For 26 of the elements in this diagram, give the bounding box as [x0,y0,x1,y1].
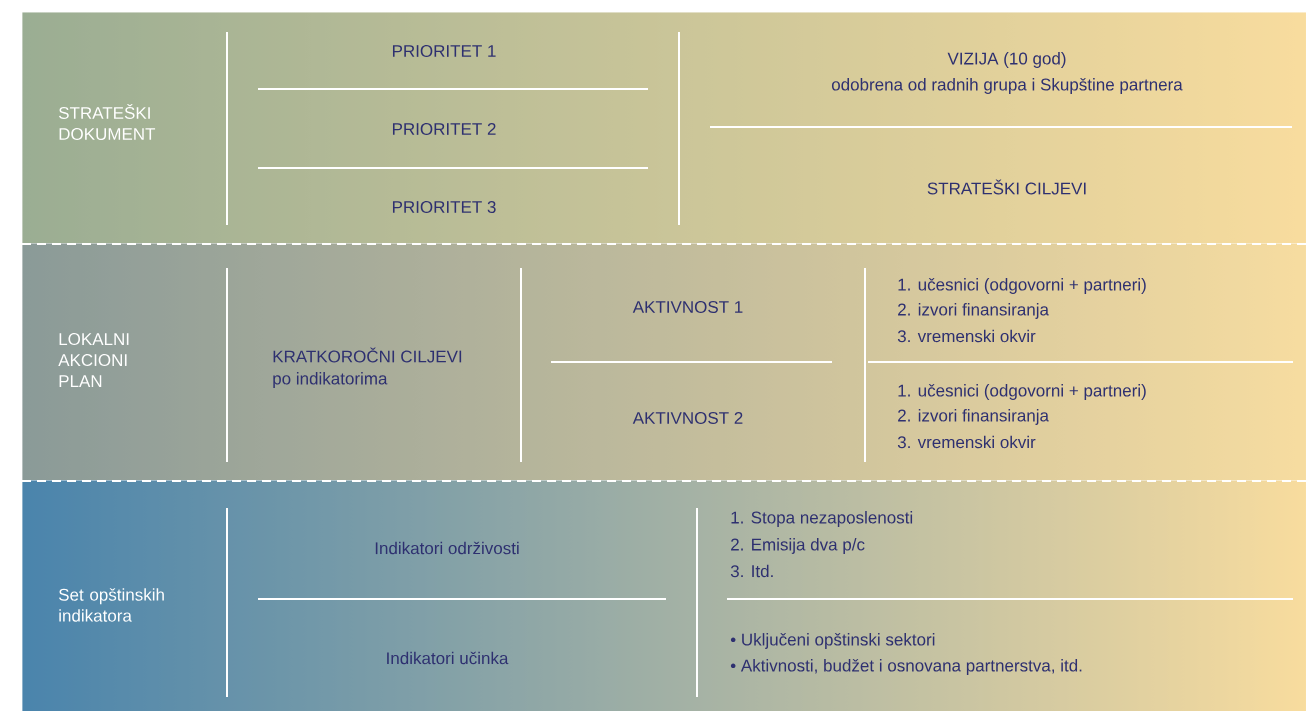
cell-text: PRIORITET 2 [393,123,496,135]
cell-text: 3. Itd. [730,564,773,578]
band-heading: STRATEŠKI DOKUMENT [59,104,156,140]
cell-text: odobrena od radnih grupa i Skupštine partnera [831,78,1183,94]
cell-text: 2. Emisija dva p/c [731,538,865,554]
cell-text: Indikatori učinka [387,651,509,665]
cell-text: KRATKOROČNI CILJEVI [273,347,462,363]
cell-text: • Aktivnosti, budžet i osnovana partnerstva, itd. [730,659,1082,675]
cell-text: PRIORITET 1 [393,45,496,57]
cell-text: Indikatori održivosti [375,541,519,555]
cell-text: 1. Stopa nezaposlenosti [731,511,913,527]
cell-text: AKTIVNOST 2 [632,411,743,424]
cell-text: 1. učesnici (odgovorni + partneri) [898,384,1146,400]
cell-text: • Uključeni opštinski sektori [730,633,935,649]
cell-text: 2. izvori finansiranja [898,409,1049,425]
cell-text: PRIORITET 3 [393,201,496,213]
band-heading: Set opštinskih indikatora [59,588,164,622]
cell-text: STRATEŠKI CILJEVI [927,179,1086,195]
cell-text: 3. vremenski okvir [897,329,1036,343]
cell-text: 1. učesnici (odgovorni + partneri) [898,278,1146,294]
cell-text: VIZIJA (10 god) [947,52,1066,68]
cell-text: 2. izvori finansiranja [898,303,1049,319]
cell-text: 3. vremenski okvir [897,435,1036,449]
cell-text: AKTIVNOST 1 [632,300,743,313]
band-heading: LOKALNI AKCIONI PLAN [58,333,129,387]
cell-text: po indikatorima [273,372,388,388]
